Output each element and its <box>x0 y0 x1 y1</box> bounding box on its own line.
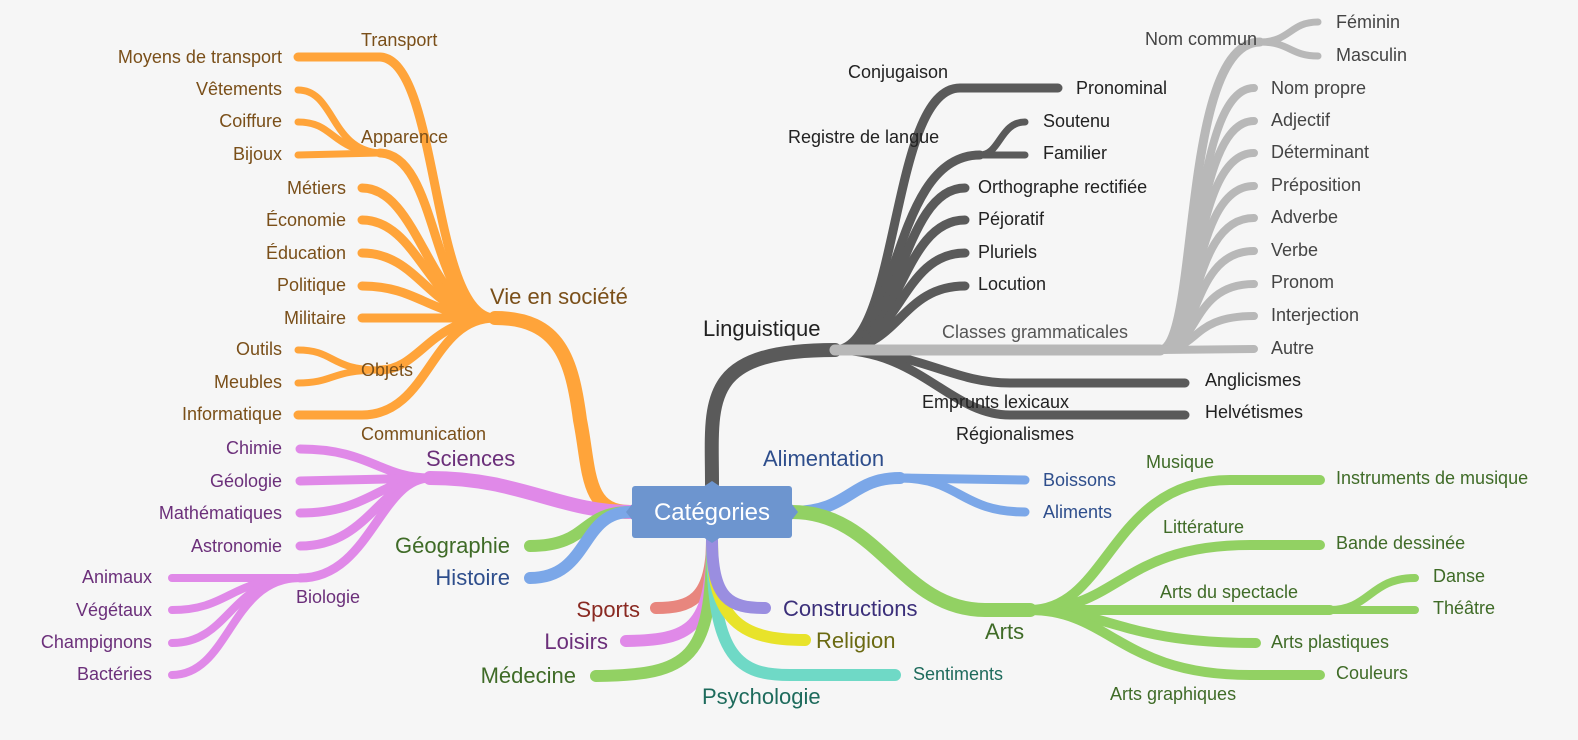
node-regionalismes[interactable]: Régionalismes <box>956 424 1074 444</box>
root-node[interactable]: Catégories <box>626 481 798 543</box>
node-psychologie[interactable]: Psychologie <box>702 684 821 709</box>
node-litterature[interactable]: Littérature <box>1163 517 1244 537</box>
node-interjection[interactable]: Interjection <box>1271 305 1359 325</box>
node-classes-grammaticales[interactable]: Classes grammaticales <box>942 322 1128 342</box>
node-conjugaison[interactable]: Conjugaison <box>848 62 948 82</box>
node-chimie[interactable]: Chimie <box>226 438 282 458</box>
labels-arts: Arts Musique Instruments de musique Litt… <box>985 452 1528 704</box>
node-pronominal[interactable]: Pronominal <box>1076 78 1167 98</box>
node-transport[interactable]: Transport <box>361 30 437 50</box>
labels-linguistique: Linguistique Conjugaison Pronominal Regi… <box>703 62 1303 444</box>
node-danse[interactable]: Danse <box>1433 566 1485 586</box>
node-theatre[interactable]: Théâtre <box>1433 598 1495 618</box>
node-animaux[interactable]: Animaux <box>82 567 152 587</box>
branch-small-lines <box>524 506 901 682</box>
node-linguistique[interactable]: Linguistique <box>703 316 820 341</box>
node-boissons[interactable]: Boissons <box>1043 470 1116 490</box>
node-couleurs[interactable]: Couleurs <box>1336 663 1408 683</box>
labels-alimentation: Alimentation Boissons Aliments <box>763 446 1116 522</box>
node-determinant[interactable]: Déterminant <box>1271 142 1369 162</box>
node-constructions[interactable]: Constructions <box>783 596 918 621</box>
branch-alimentation-lines <box>786 472 1030 518</box>
node-alimentation[interactable]: Alimentation <box>763 446 884 471</box>
node-bande-dessinee[interactable]: Bande dessinée <box>1336 533 1465 553</box>
branch-classes-lines <box>829 18 1322 356</box>
node-sports[interactable]: Sports <box>576 597 640 622</box>
branch-vie-en-societe-lines <box>293 52 637 519</box>
node-vegetaux[interactable]: Végétaux <box>76 600 152 620</box>
branch-sciences-lines <box>168 444 637 679</box>
labels-small: Géographie Histoire Sports Loisirs Médec… <box>395 533 1003 709</box>
node-arts-graphiques[interactable]: Arts graphiques <box>1110 684 1236 704</box>
node-politique[interactable]: Politique <box>277 275 346 295</box>
node-sciences[interactable]: Sciences <box>426 446 515 471</box>
root-label: Catégories <box>654 499 770 526</box>
node-pejoratif[interactable]: Péjoratif <box>978 209 1045 229</box>
node-registre-de-langue[interactable]: Registre de langue <box>788 127 939 147</box>
node-outils[interactable]: Outils <box>236 339 282 359</box>
node-pronom[interactable]: Pronom <box>1271 272 1334 292</box>
node-familier[interactable]: Familier <box>1043 143 1107 163</box>
node-medecine[interactable]: Médecine <box>481 663 576 688</box>
node-economie[interactable]: Économie <box>266 210 346 230</box>
node-preposition[interactable]: Préposition <box>1271 175 1361 195</box>
node-anglicismes[interactable]: Anglicismes <box>1205 370 1301 390</box>
node-biologie[interactable]: Biologie <box>296 587 360 607</box>
node-musique[interactable]: Musique <box>1146 452 1214 472</box>
node-informatique[interactable]: Informatique <box>182 404 282 424</box>
node-apparence[interactable]: Apparence <box>361 127 448 147</box>
node-metiers[interactable]: Métiers <box>287 178 346 198</box>
node-arts-plastiques[interactable]: Arts plastiques <box>1271 632 1389 652</box>
node-objets[interactable]: Objets <box>361 360 413 380</box>
node-histoire[interactable]: Histoire <box>435 565 510 590</box>
node-instruments-de-musique[interactable]: Instruments de musique <box>1336 468 1528 488</box>
node-verbe[interactable]: Verbe <box>1271 240 1318 260</box>
labels-sciences: Sciences Chimie Géologie Mathématiques A… <box>41 438 515 684</box>
node-mathematiques[interactable]: Mathématiques <box>159 503 282 523</box>
node-nom-commun[interactable]: Nom commun <box>1145 29 1257 49</box>
node-bijoux[interactable]: Bijoux <box>233 144 282 164</box>
node-astronomie[interactable]: Astronomie <box>191 536 282 556</box>
node-sentiments[interactable]: Sentiments <box>913 664 1003 684</box>
node-militaire[interactable]: Militaire <box>284 308 346 328</box>
node-arts[interactable]: Arts <box>985 619 1024 644</box>
node-masculin[interactable]: Masculin <box>1336 45 1407 65</box>
node-geologie[interactable]: Géologie <box>210 471 282 491</box>
node-vetements[interactable]: Vêtements <box>196 79 282 99</box>
node-helvetismes[interactable]: Helvétismes <box>1205 402 1303 422</box>
node-adjectif[interactable]: Adjectif <box>1271 110 1331 130</box>
node-coiffure[interactable]: Coiffure <box>219 111 282 131</box>
branch-arts-lines <box>785 475 1419 680</box>
node-feminin[interactable]: Féminin <box>1336 12 1400 32</box>
branch-linguistique-lines <box>704 83 1190 491</box>
labels-vie-en-societe: Vie en société Transport Moyens de trans… <box>118 30 628 444</box>
node-communication[interactable]: Communication <box>361 424 486 444</box>
node-geographie[interactable]: Géographie <box>395 533 510 558</box>
node-soutenu[interactable]: Soutenu <box>1043 111 1110 131</box>
node-emprunts-lexicaux[interactable]: Emprunts lexicaux <box>922 392 1069 412</box>
node-locution[interactable]: Locution <box>978 274 1046 294</box>
node-aliments[interactable]: Aliments <box>1043 502 1112 522</box>
node-bacteries[interactable]: Bactéries <box>77 664 152 684</box>
node-education[interactable]: Éducation <box>266 243 346 263</box>
node-moyens-de-transport[interactable]: Moyens de transport <box>118 47 282 67</box>
node-adverbe[interactable]: Adverbe <box>1271 207 1338 227</box>
node-nom-propre[interactable]: Nom propre <box>1271 78 1366 98</box>
node-loisirs[interactable]: Loisirs <box>544 629 608 654</box>
node-autre[interactable]: Autre <box>1271 338 1314 358</box>
node-meubles[interactable]: Meubles <box>214 372 282 392</box>
node-vie-en-societe[interactable]: Vie en société <box>490 284 628 309</box>
node-orthographe-rectifiee[interactable]: Orthographe rectifiée <box>978 177 1147 197</box>
node-religion[interactable]: Religion <box>816 628 896 653</box>
node-champignons[interactable]: Champignons <box>41 632 152 652</box>
node-arts-du-spectacle[interactable]: Arts du spectacle <box>1160 582 1298 602</box>
labels-classes: Nom commun Féminin Masculin Nom propre A… <box>1145 12 1407 358</box>
node-pluriels[interactable]: Pluriels <box>978 242 1037 262</box>
